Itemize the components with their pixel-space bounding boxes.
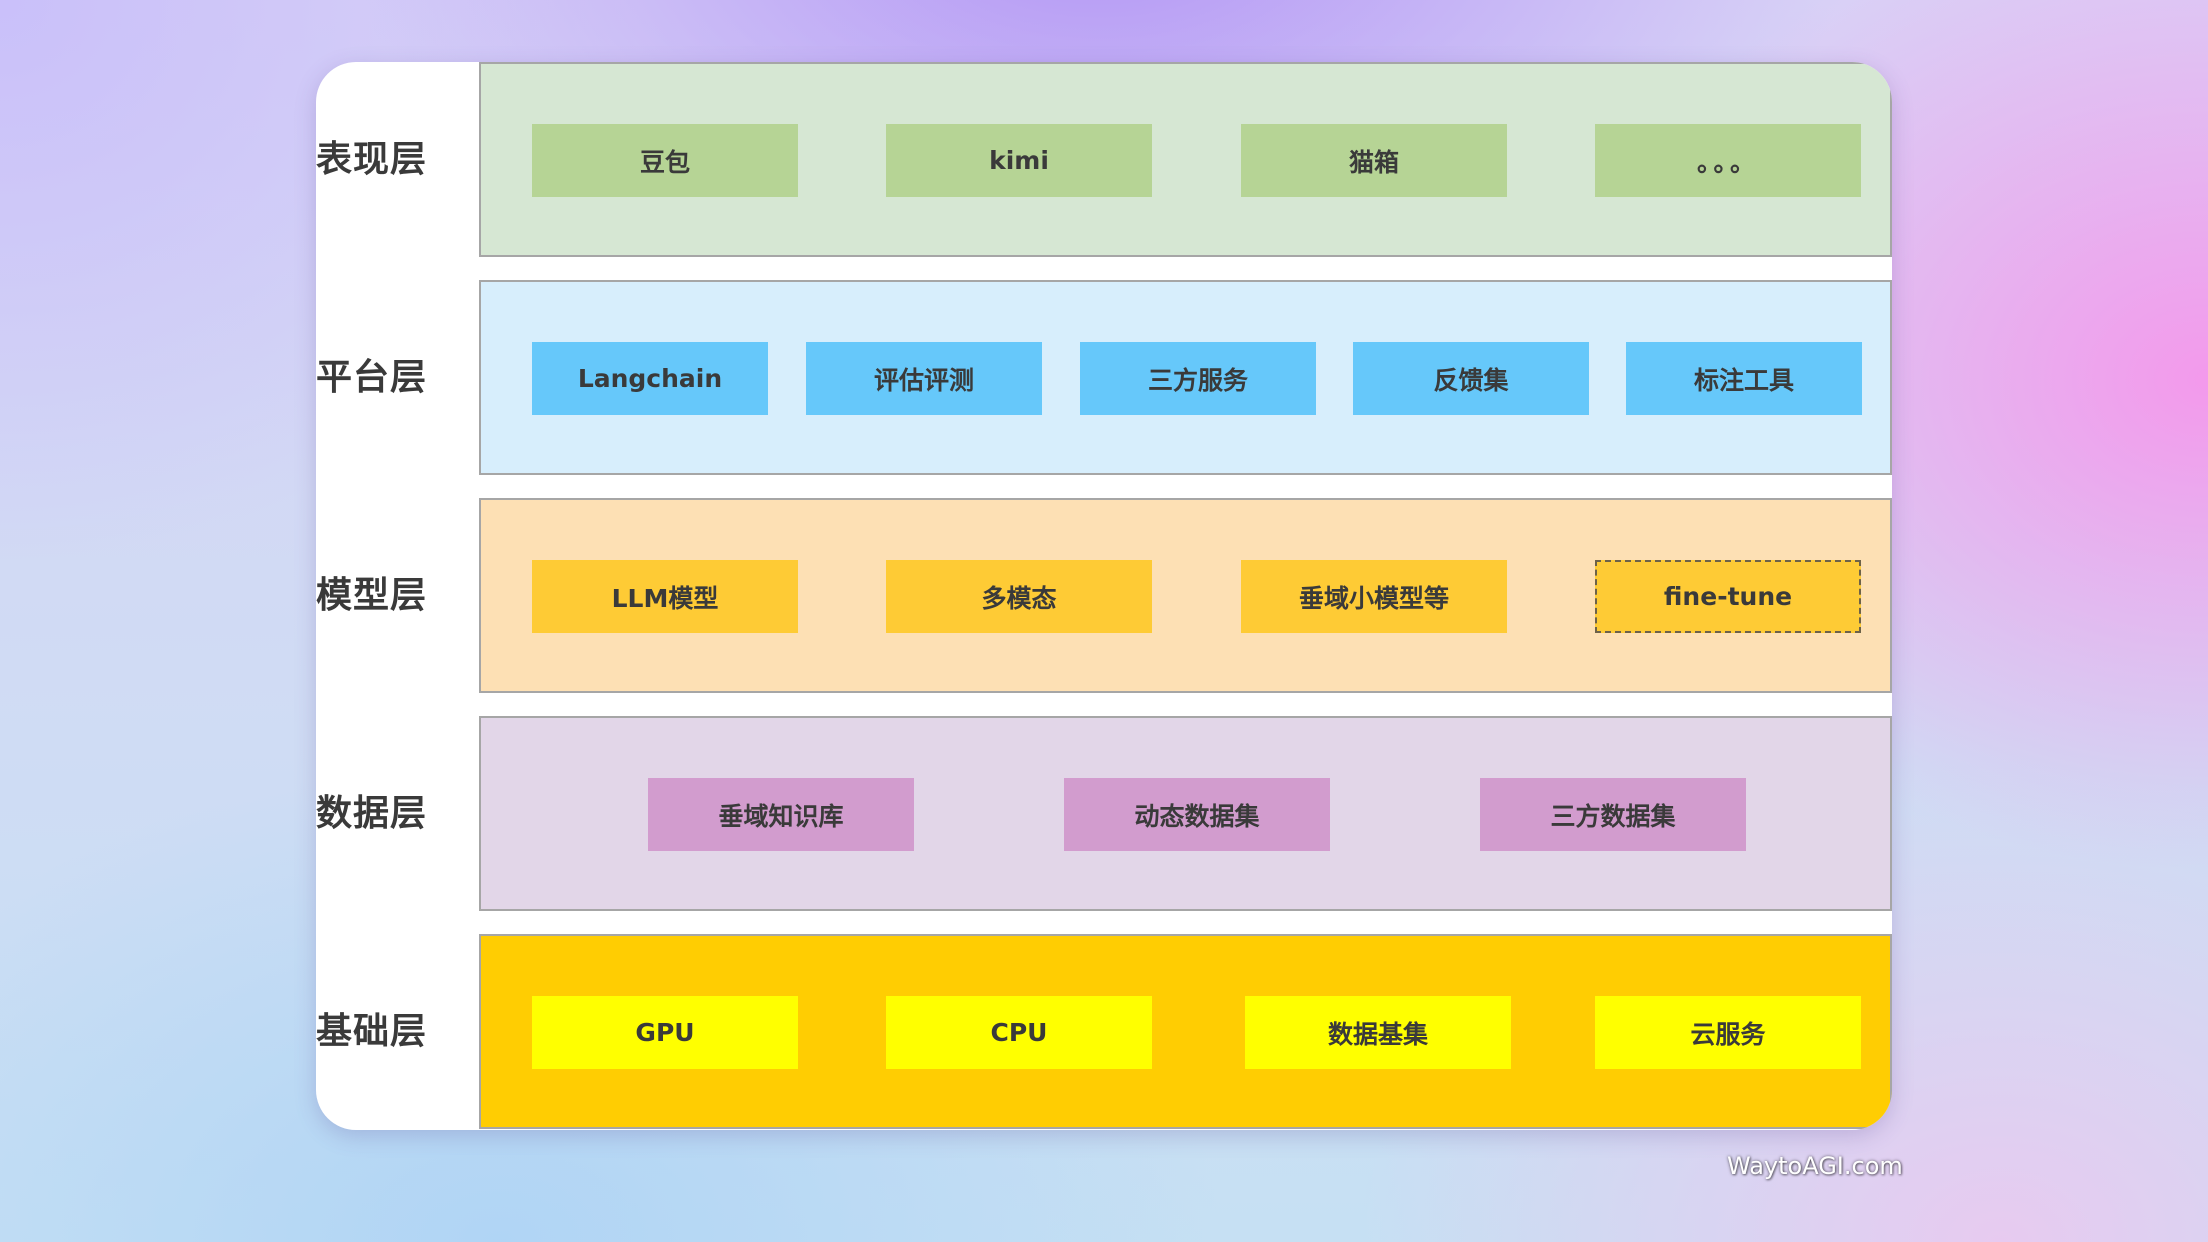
component-fine-tune: fine-tune: [1595, 560, 1861, 633]
component-evaluation: 评估评测: [806, 342, 1042, 415]
layer-band-platform: Langchain 评估评测 三方服务 反馈集 标注工具: [479, 280, 1892, 475]
component-doubao: 豆包: [532, 124, 798, 197]
component-maoxiang: 猫箱: [1241, 124, 1507, 197]
layer-band-presentation: 豆包 kimi 猫箱 。。。: [479, 62, 1892, 257]
architecture-diagram: 表现层 豆包 kimi 猫箱 。。。 平台层 Langchain 评估评测 三方…: [316, 62, 1892, 1130]
layer-band-model: LLM模型 多模态 垂域小模型等 fine-tune: [479, 498, 1892, 693]
component-annotation-tool: 标注工具: [1626, 342, 1862, 415]
layer-label-presentation: 表现层: [316, 139, 428, 180]
layer-label-infrastructure: 基础层: [316, 1011, 428, 1052]
layer-label-platform: 平台层: [316, 357, 428, 398]
layer-label-data: 数据层: [316, 793, 428, 834]
component-data-base-set: 数据基集: [1245, 996, 1511, 1069]
watermark: WaytoAGI.com: [1727, 1152, 1903, 1180]
component-third-party-dataset: 三方数据集: [1480, 778, 1746, 851]
component-cpu: CPU: [886, 996, 1152, 1069]
component-kimi: kimi: [886, 124, 1152, 197]
component-langchain: Langchain: [532, 342, 768, 415]
component-llm-model: LLM模型: [532, 560, 798, 633]
component-domain-knowledge-base: 垂域知识库: [648, 778, 914, 851]
component-dynamic-dataset: 动态数据集: [1064, 778, 1330, 851]
component-cloud-service: 云服务: [1595, 996, 1861, 1069]
component-domain-small-models: 垂域小模型等: [1241, 560, 1507, 633]
component-feedback-set: 反馈集: [1353, 342, 1589, 415]
component-third-party-services: 三方服务: [1080, 342, 1316, 415]
component-multimodal: 多模态: [886, 560, 1152, 633]
layer-band-data: 垂域知识库 动态数据集 三方数据集: [479, 716, 1892, 911]
layer-band-infrastructure: GPU CPU 数据基集 云服务: [479, 934, 1892, 1129]
component-ellipsis: 。。。: [1595, 124, 1861, 197]
layer-label-model: 模型层: [316, 575, 428, 616]
component-gpu: GPU: [532, 996, 798, 1069]
